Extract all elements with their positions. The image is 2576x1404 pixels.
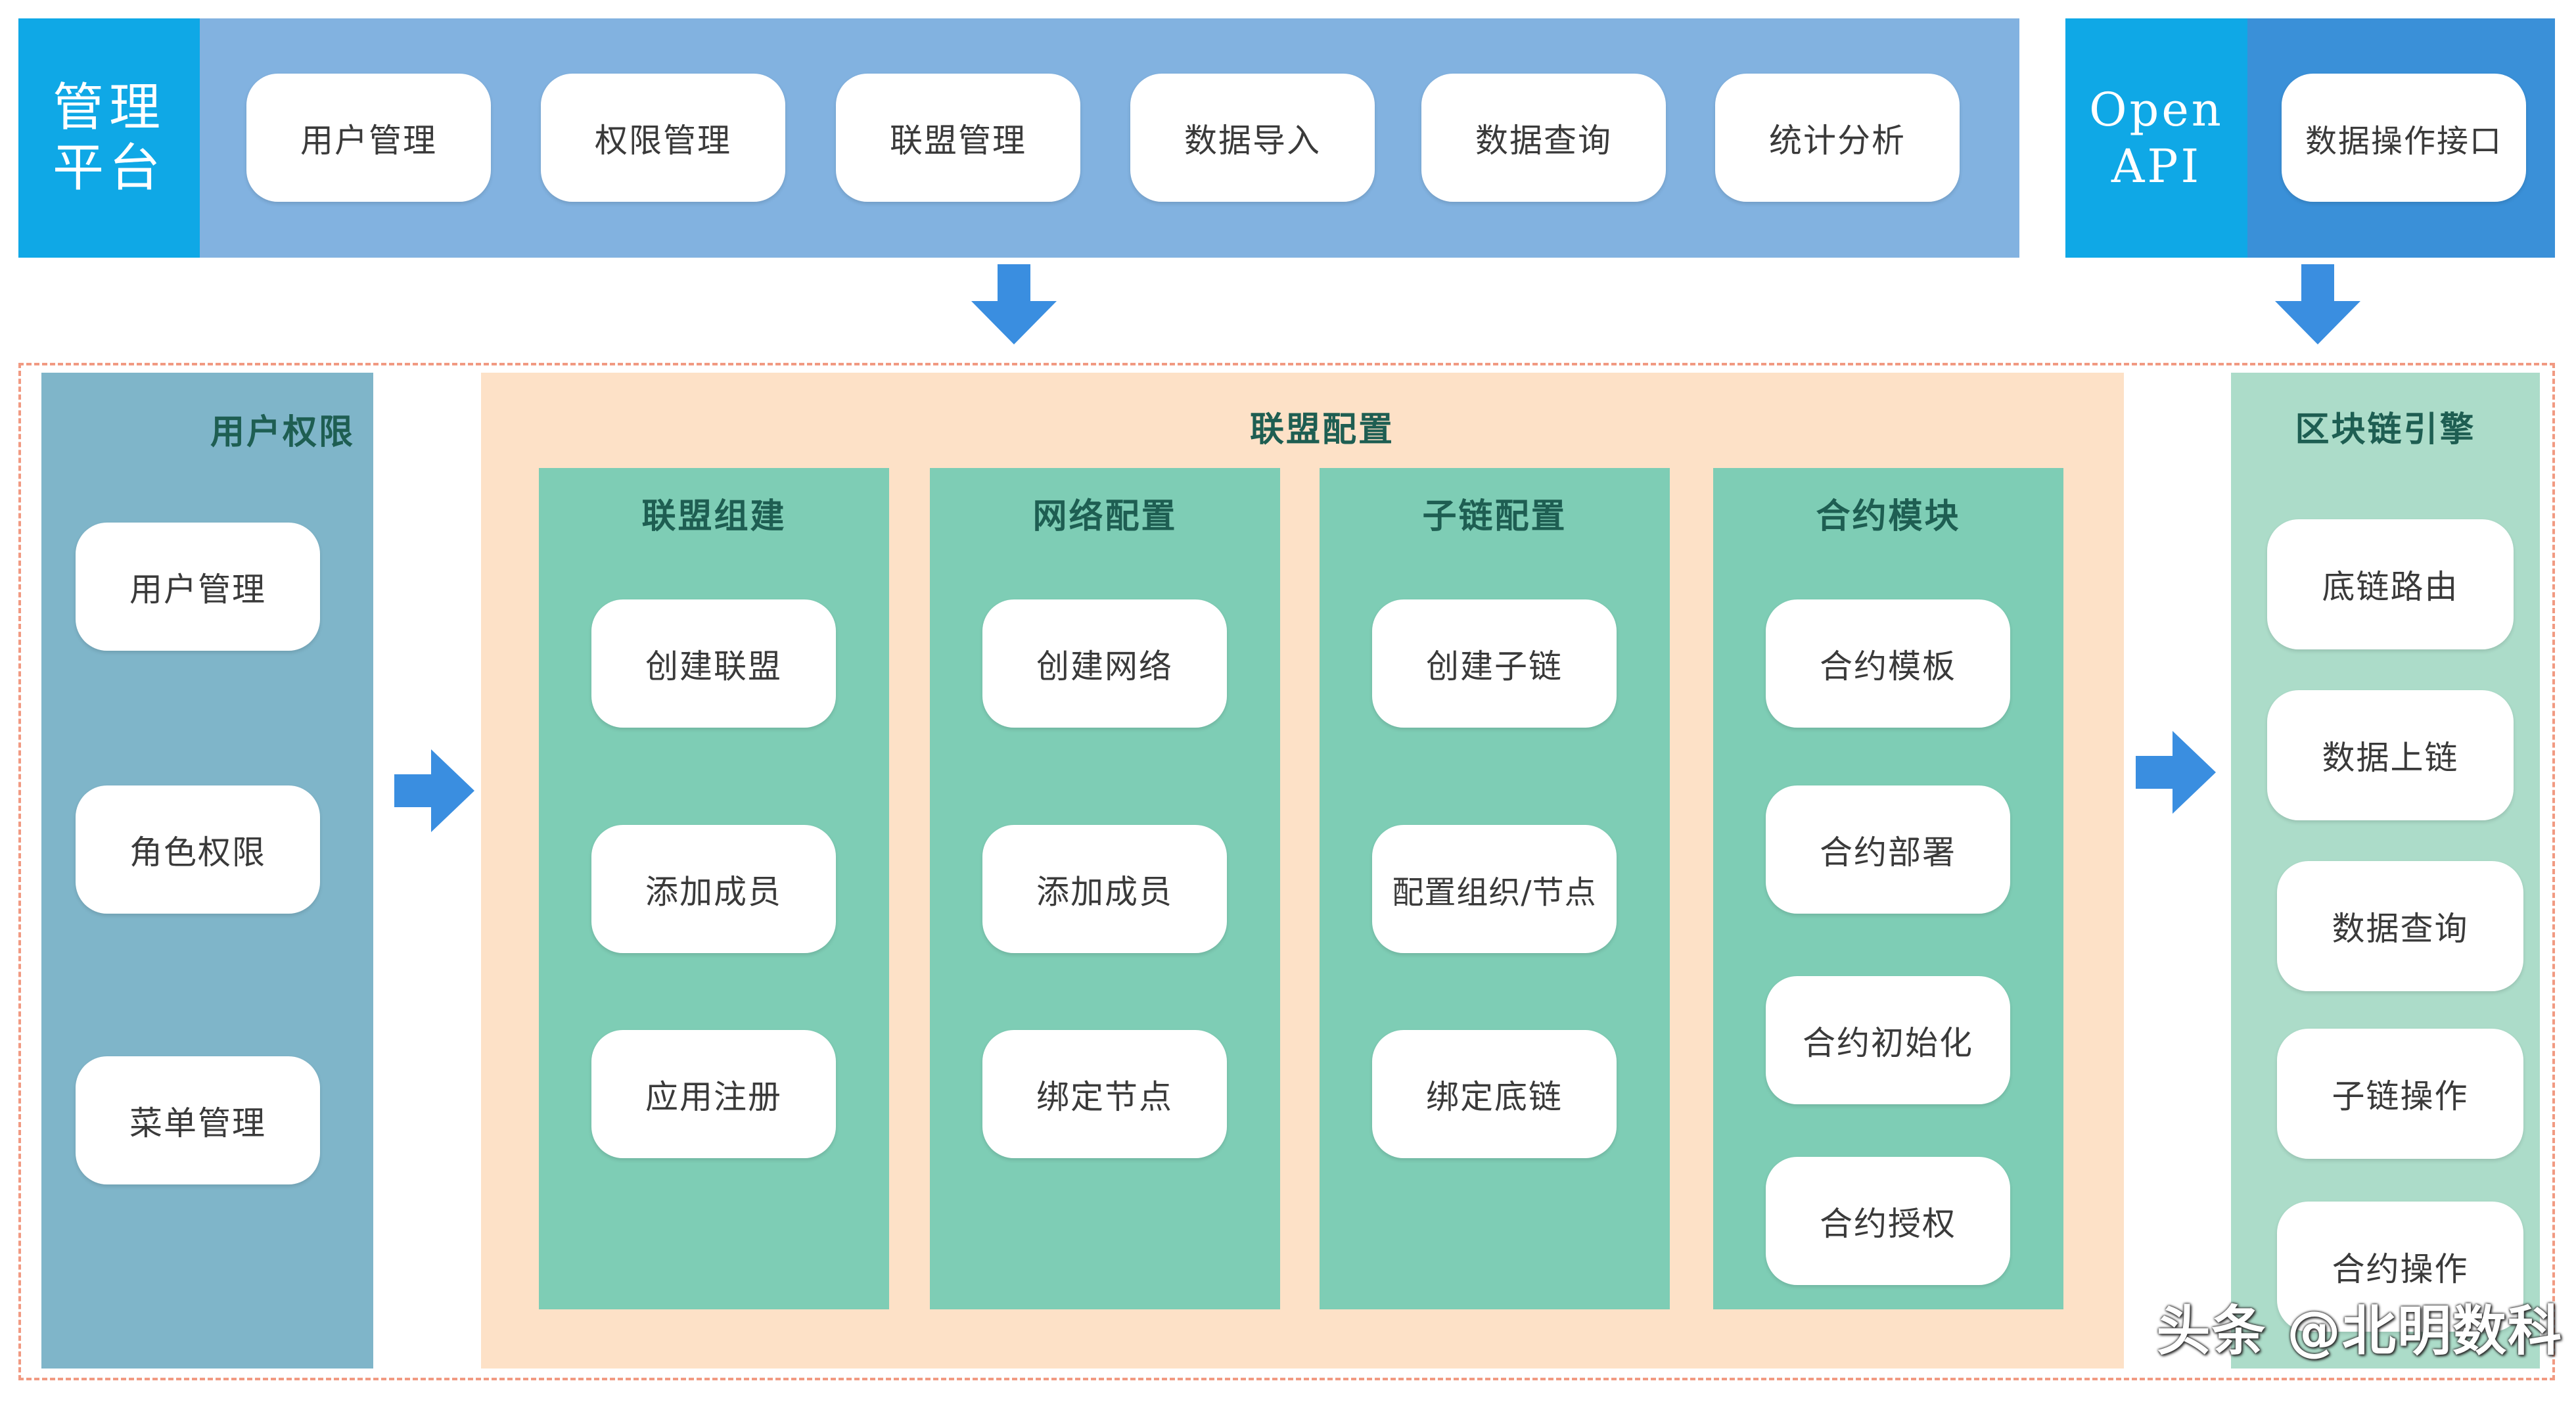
engine-item-label: 底链路由 <box>2322 568 2459 606</box>
bind-base-chain-button[interactable]: 绑定底链 <box>1372 1030 1617 1158</box>
subchain-item-label: 绑定底链 <box>1426 1077 1563 1116</box>
top-button-data-import[interactable]: 数据导入 <box>1130 74 1375 202</box>
watermark: 头条 @北明数科 <box>2156 1299 2563 1363</box>
add-member-button[interactable]: 添加成员 <box>591 825 836 953</box>
menu-management-button[interactable]: 菜单管理 <box>76 1056 320 1184</box>
user-perm-item-label: 用户管理 <box>129 570 266 609</box>
contract-template-button[interactable]: 合约模板 <box>1766 599 2010 728</box>
subchain-item-label: 创建子链 <box>1426 647 1563 686</box>
data-operation-interface-button[interactable]: 数据操作接口 <box>2282 74 2526 202</box>
role-permission-button[interactable]: 角色权限 <box>76 785 320 914</box>
top-button-data-query[interactable]: 数据查询 <box>1421 74 1666 202</box>
blockchain-engine-title: 区块链引擎 <box>2295 410 2476 450</box>
open-api-title-line1: Open <box>2089 83 2224 137</box>
alliance-build-title: 联盟组建 <box>641 496 787 536</box>
network-item-label: 添加成员 <box>1036 872 1173 911</box>
contract-deploy-button[interactable]: 合约部署 <box>1766 785 2010 914</box>
contract-item-label: 合约部署 <box>1820 833 1956 872</box>
alliance-config-title: 联盟配置 <box>1249 410 1394 450</box>
user-permissions-title: 用户权限 <box>210 412 355 452</box>
contract-module-title: 合约模块 <box>1816 496 1961 536</box>
down-arrow-icon <box>2275 264 2360 344</box>
create-network-button[interactable]: 创建网络 <box>982 599 1227 728</box>
create-subchain-button[interactable]: 创建子链 <box>1372 599 1617 728</box>
create-alliance-button[interactable]: 创建联盟 <box>591 599 836 728</box>
contract-item-label: 合约授权 <box>1820 1204 1956 1243</box>
open-api-button-label: 数据操作接口 <box>2305 122 2502 160</box>
bind-node-button[interactable]: 绑定节点 <box>982 1030 1227 1158</box>
base-chain-routing-button[interactable]: 底链路由 <box>2267 519 2514 649</box>
open-api-title: Open API <box>2065 18 2247 258</box>
down-arrow-icon <box>971 264 1057 344</box>
top-button-label: 权限管理 <box>595 121 731 160</box>
network-config-title: 网络配置 <box>1032 496 1178 536</box>
right-arrow-icon <box>2136 731 2216 814</box>
data-onchain-button[interactable]: 数据上链 <box>2267 690 2514 820</box>
alliance-item-label: 应用注册 <box>645 1077 782 1116</box>
top-button-label: 联盟管理 <box>890 121 1026 160</box>
user-perm-item-label: 菜单管理 <box>129 1104 266 1142</box>
engine-data-query-button[interactable]: 数据查询 <box>2277 861 2523 991</box>
management-title-line2: 平台 <box>52 139 166 198</box>
network-item-label: 绑定节点 <box>1036 1077 1173 1116</box>
alliance-item-label: 添加成员 <box>645 872 782 911</box>
contract-item-label: 合约初始化 <box>1803 1023 1973 1062</box>
engine-item-label: 合约操作 <box>2332 1250 2469 1288</box>
config-org-node-button[interactable]: 配置组织/节点 <box>1372 825 1617 953</box>
lower-dashed-container <box>18 363 2555 1380</box>
contract-operation-button[interactable]: 合约操作 <box>2277 1202 2523 1332</box>
engine-item-label: 数据上链 <box>2322 739 2459 777</box>
app-register-button[interactable]: 应用注册 <box>591 1030 836 1158</box>
alliance-item-label: 创建联盟 <box>645 647 782 686</box>
user-management-button[interactable]: 用户管理 <box>76 523 320 651</box>
contract-authorize-button[interactable]: 合约授权 <box>1766 1157 2010 1285</box>
engine-item-label: 数据查询 <box>2332 910 2469 948</box>
management-title-line1: 管理 <box>52 78 166 137</box>
engine-item-label: 子链操作 <box>2332 1077 2469 1115</box>
right-arrow-icon <box>394 749 474 832</box>
top-button-label: 数据导入 <box>1184 121 1321 160</box>
subchain-operation-button[interactable]: 子链操作 <box>2277 1029 2523 1159</box>
user-perm-item-label: 角色权限 <box>129 833 266 872</box>
top-button-alliance-management[interactable]: 联盟管理 <box>836 74 1080 202</box>
subchain-config-title: 子链配置 <box>1422 496 1567 536</box>
network-item-label: 创建网络 <box>1036 647 1173 686</box>
contract-item-label: 合约模板 <box>1820 647 1956 686</box>
top-button-statistics[interactable]: 统计分析 <box>1715 74 1960 202</box>
top-button-label: 数据查询 <box>1475 121 1612 160</box>
top-button-user-management[interactable]: 用户管理 <box>246 74 491 202</box>
network-add-member-button[interactable]: 添加成员 <box>982 825 1227 953</box>
subchain-item-label: 配置组织/节点 <box>1392 874 1597 911</box>
open-api-title-line2: API <box>2111 139 2202 193</box>
top-button-label: 用户管理 <box>300 121 437 160</box>
top-button-label: 统计分析 <box>1769 121 1906 160</box>
top-button-permission-management[interactable]: 权限管理 <box>541 74 785 202</box>
management-platform-title: 管理 平台 <box>18 18 200 258</box>
contract-init-button[interactable]: 合约初始化 <box>1766 976 2010 1104</box>
